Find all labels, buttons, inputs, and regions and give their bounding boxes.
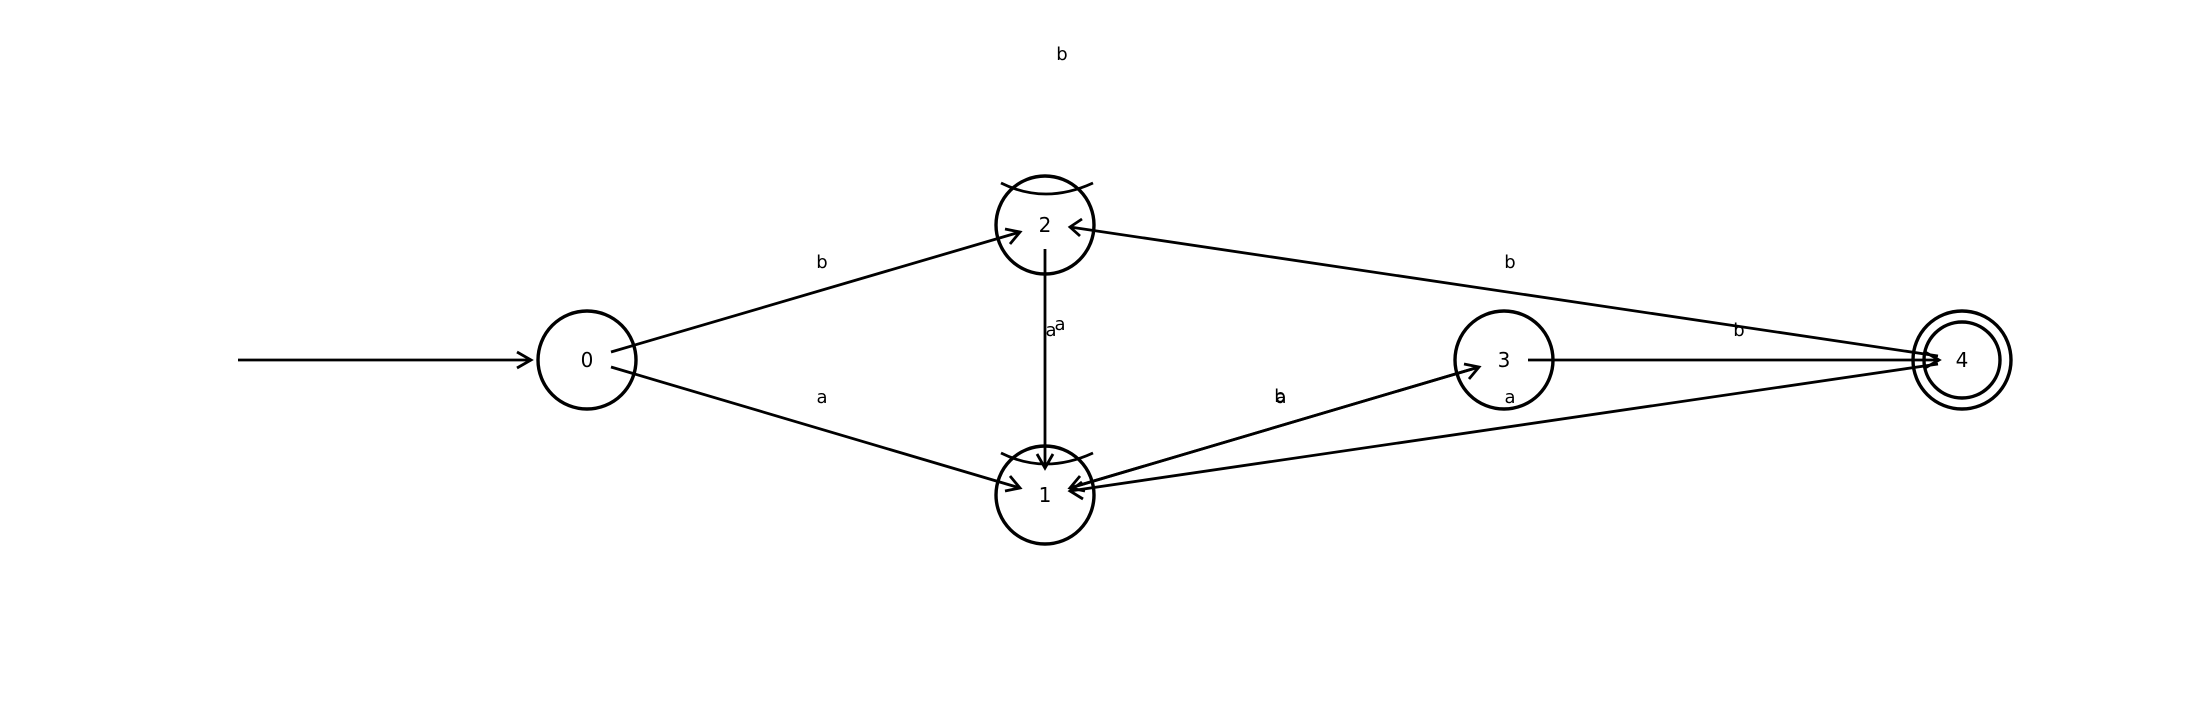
state-0: 0 xyxy=(536,309,638,411)
state-3: 3 xyxy=(1453,309,1555,411)
state-1: 1 xyxy=(994,444,1096,546)
edge-label-1-to-3: b xyxy=(1274,386,1285,407)
edge-label-4-to-1: a xyxy=(1504,387,1515,408)
edge-4-to-1: a xyxy=(1067,362,1939,501)
edge-label-0-to-2: b xyxy=(816,252,827,273)
edge-3-to-4: b xyxy=(1528,320,1942,370)
state-label-3: 3 xyxy=(1498,348,1511,372)
edge-0-to-1: a xyxy=(610,365,1023,493)
state-label-4: 4 xyxy=(1956,348,1969,372)
state-2: 2 xyxy=(994,174,1096,276)
edge-label-3-to-1: a xyxy=(1275,387,1286,408)
edge-label-3-to-4: b xyxy=(1733,320,1744,341)
state-label-2: 2 xyxy=(1039,213,1052,237)
edge-label-1-to-1: a xyxy=(1045,320,1056,341)
self-loop-2: b xyxy=(1000,44,1094,196)
state-label-0: 0 xyxy=(581,348,594,372)
edge-label-2-to-2: b xyxy=(1056,44,1067,65)
state-4-accepting: 4 xyxy=(1911,309,2013,411)
start-arrow xyxy=(238,350,534,370)
state-label-1: 1 xyxy=(1039,483,1052,507)
edge-label-4-to-2: b xyxy=(1504,252,1515,273)
self-loop-1: a xyxy=(1000,320,1094,466)
edge-4-to-2: b xyxy=(1067,217,1939,358)
edge-2-to-1: a xyxy=(1035,249,1066,471)
edge-label-2-to-1: a xyxy=(1054,314,1065,335)
edge-label-0-to-1: a xyxy=(816,387,827,408)
edge-0-to-2: b xyxy=(610,227,1023,354)
